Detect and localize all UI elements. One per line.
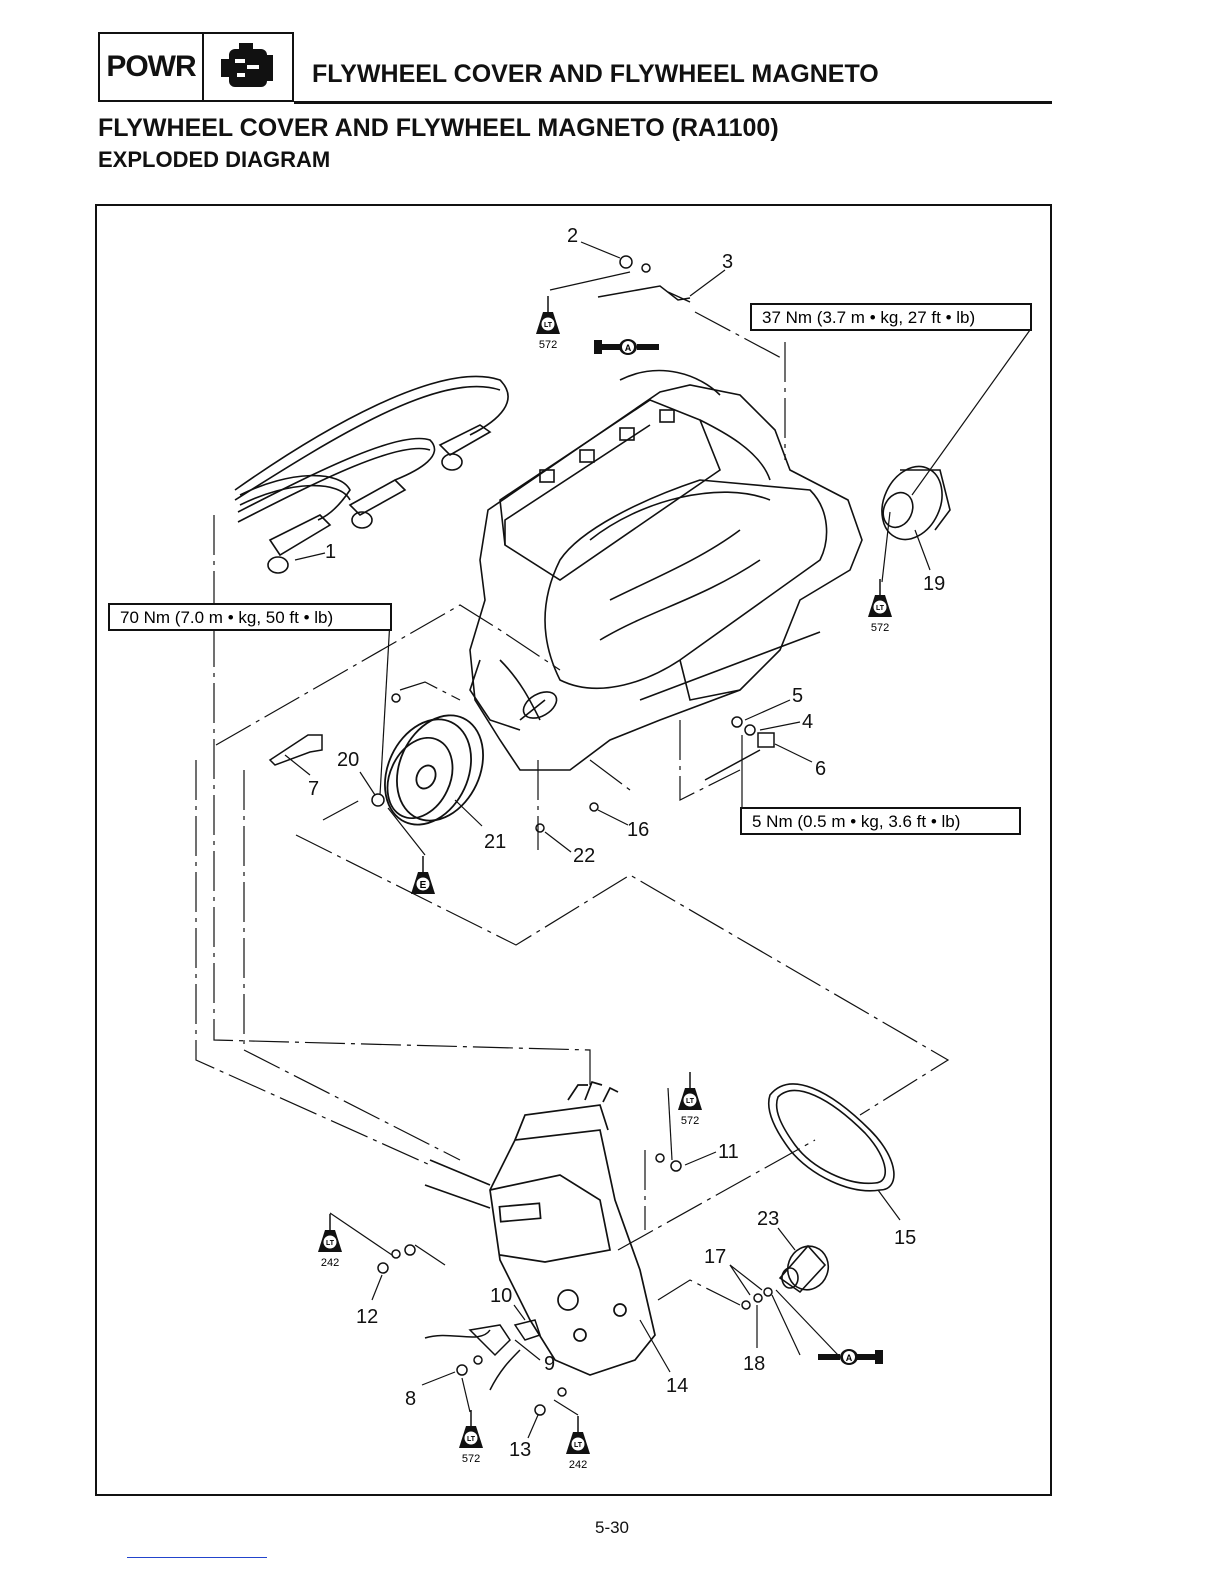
- torque-spec-5: 5 Nm (0.5 m • kg, 3.6 ft • lb): [740, 807, 1021, 835]
- grease-e-symbol: E: [410, 855, 436, 895]
- svg-text:LT: LT: [544, 322, 553, 329]
- locktite-572-symbol: LT 572: [535, 295, 561, 351]
- callout-5: 5: [792, 685, 803, 707]
- flywheel-cover: [424, 1080, 656, 1376]
- callout-8: 8: [405, 1388, 416, 1410]
- callout-4: 4: [802, 711, 813, 733]
- torque-spec-37: 37 Nm (3.7 m • kg, 27 ft • lb): [750, 303, 1032, 331]
- header-rule: [294, 101, 1052, 104]
- assembly-leader-lines: [195, 311, 950, 1306]
- footer-rule: [127, 1557, 267, 1558]
- svg-text:LT: LT: [326, 1240, 335, 1247]
- part-callouts: 1 2 3 4 5 6 7 8 9 10 11 12 13 14 15 16 1…: [308, 225, 945, 1461]
- callout-14: 14: [666, 1375, 688, 1397]
- grease-gun-a-symbol: A: [594, 339, 659, 355]
- engine-icon: [204, 34, 292, 100]
- torque-spec-70: 70 Nm (7.0 m • kg, 50 ft • lb): [108, 603, 392, 631]
- svg-text:572: 572: [871, 622, 889, 634]
- svg-text:5 Nm (0.5 m • kg, 3.6 ft • lb): 5 Nm (0.5 m • kg, 3.6 ft • lb): [752, 812, 960, 831]
- header-title: FLYWHEEL COVER AND FLYWHEEL MAGNETO: [312, 60, 879, 88]
- diagram-frame: [95, 204, 1052, 1496]
- page-subtitle: EXPLODED DIAGRAM: [98, 147, 331, 172]
- callout-13: 13: [509, 1439, 531, 1461]
- callout-12: 12: [356, 1306, 378, 1328]
- callout-9: 9: [544, 1353, 555, 1375]
- locktite-572-symbol: LT 572: [458, 1409, 484, 1465]
- svg-text:572: 572: [539, 339, 557, 351]
- locktite-572-symbol: LT 572: [677, 1071, 703, 1127]
- callout-1: 1: [325, 541, 336, 563]
- engine-block: [469, 369, 863, 771]
- callout-21: 21: [484, 831, 506, 853]
- page-number: 5-30: [594, 1518, 630, 1537]
- svg-text:70 Nm (7.0 m • kg, 50 ft • lb): 70 Nm (7.0 m • kg, 50 ft • lb): [120, 608, 333, 627]
- callout-6: 6: [815, 758, 826, 780]
- coupler: [881, 465, 951, 541]
- spark-plug-leads: [234, 375, 509, 574]
- callout-2: 2: [567, 225, 578, 247]
- svg-text:LT: LT: [574, 1442, 583, 1449]
- svg-text:A: A: [625, 343, 632, 353]
- grease-gun-a-symbol: [818, 1349, 883, 1365]
- svg-text:242: 242: [321, 1257, 339, 1269]
- page-title: FLYWHEEL COVER AND FLYWHEEL MAGNETO (RA1…: [98, 114, 779, 142]
- callout-16: 16: [627, 819, 649, 841]
- callout-3: 3: [722, 251, 733, 273]
- svg-text:242: 242: [569, 1459, 587, 1471]
- callout-22: 22: [573, 845, 595, 867]
- locktite-242-symbol: LT 242: [565, 1415, 591, 1471]
- callout-10: 10: [490, 1285, 512, 1307]
- callout-17: 17: [704, 1246, 726, 1268]
- svg-text:37 Nm (3.7 m • kg, 27 ft • lb): 37 Nm (3.7 m • kg, 27 ft • lb): [762, 308, 975, 327]
- callout-leaders: [284, 241, 1031, 1439]
- bearing-housing: [778, 1244, 830, 1294]
- callout-23: 23: [757, 1208, 779, 1230]
- svg-text:LT: LT: [686, 1098, 695, 1105]
- section-badge: POWR: [98, 32, 294, 102]
- svg-text:LT: LT: [876, 605, 885, 612]
- grease-gun-a-label: A: [846, 1353, 853, 1363]
- section-code: POWR: [100, 34, 204, 100]
- svg-text:572: 572: [681, 1115, 699, 1127]
- callout-7: 7: [308, 778, 319, 800]
- svg-text:LT: LT: [467, 1436, 476, 1443]
- svg-text:572: 572: [462, 1453, 480, 1465]
- callout-19: 19: [923, 573, 945, 595]
- callout-15: 15: [894, 1227, 916, 1249]
- locktite-572-symbol: LT 572: [867, 578, 893, 634]
- locktite-242-symbol: LT 242: [317, 1213, 343, 1269]
- callout-11: 11: [718, 1141, 739, 1163]
- callout-20: 20: [337, 749, 359, 771]
- cover-gasket: [768, 1083, 895, 1192]
- flywheel-magneto: [384, 714, 484, 826]
- callout-18: 18: [743, 1353, 765, 1375]
- svg-text:E: E: [420, 880, 427, 891]
- small-fasteners: [268, 255, 775, 1416]
